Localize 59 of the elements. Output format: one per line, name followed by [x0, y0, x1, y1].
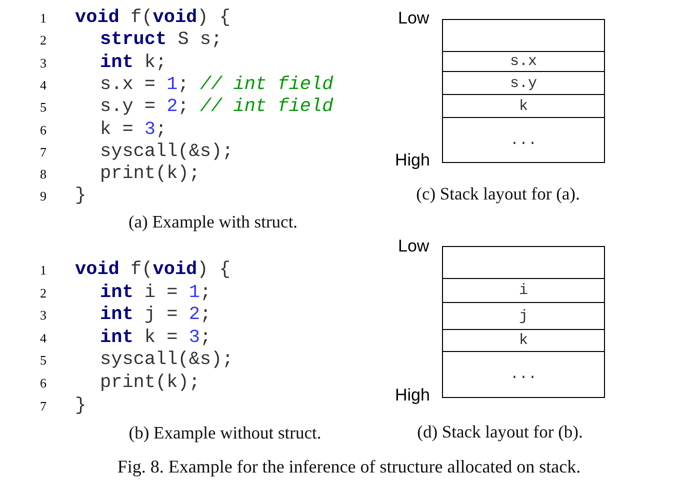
code-line: syscall(&s);: [100, 351, 234, 370]
line-number: 1: [40, 264, 46, 276]
line-number: 2: [40, 34, 46, 47]
address-label: High: [395, 386, 430, 404]
variable-name: s.x: [510, 53, 537, 70]
code-line: int j = 2;: [100, 306, 212, 324]
code-line: }: [75, 187, 86, 206]
figure-caption: Fig. 8. Example for the inference of structure allocated on stack.: [117, 456, 581, 478]
code-line: int i = 1;: [100, 283, 212, 302]
line-number: 6: [40, 123, 46, 136]
code-line: int k = 3;: [100, 328, 212, 348]
line-number: 9: [40, 190, 46, 203]
stack-slot: [442, 19, 605, 52]
stack-slot: [442, 278, 605, 303]
code-line: s.y = 2; // int field: [100, 98, 334, 116]
stack-slot: [442, 94, 605, 118]
stack-slot: [442, 302, 605, 330]
subfigure-caption: (d) Stack layout for (b).: [417, 423, 583, 441]
variable-name: k: [518, 98, 528, 114]
address-label: Low: [398, 238, 430, 254]
code-line: s.x = 1; // int field: [100, 76, 334, 94]
address-label: High: [395, 152, 430, 168]
line-number: 4: [40, 331, 46, 344]
code-line: print(k);: [100, 374, 200, 392]
code-line: }: [75, 396, 86, 415]
code-line: int k;: [100, 53, 167, 72]
variable-name: ...: [510, 366, 537, 383]
stack-slot: [442, 117, 605, 163]
line-number: 3: [40, 56, 46, 70]
line-number: 7: [40, 145, 46, 158]
line-number: 6: [40, 376, 46, 390]
code-line: struct S s;: [100, 31, 222, 50]
line-number: 5: [40, 100, 46, 114]
line-number: 5: [40, 354, 46, 367]
line-number: 1: [40, 12, 46, 24]
stack-slot: [442, 71, 605, 95]
variable-name: j: [518, 308, 528, 324]
line-number: 4: [40, 78, 46, 92]
line-number: 7: [40, 399, 46, 412]
code-line: k = 3;: [100, 120, 167, 139]
variable-name: s.y: [510, 74, 537, 92]
line-number: 3: [40, 308, 46, 322]
subfigure-caption: (a) Example with struct.: [128, 213, 298, 231]
stack-slot: [442, 246, 605, 279]
stack-slot: [442, 329, 605, 352]
line-number: 8: [40, 168, 46, 181]
variable-name: k: [518, 332, 528, 349]
code-line: print(k);: [100, 164, 200, 184]
variable-name: i: [518, 282, 528, 299]
code-line: syscall(&s);: [100, 142, 234, 162]
address-label: Low: [398, 10, 430, 26]
subfigure-caption: (b) Example without struct.: [128, 424, 322, 442]
stack-slot: [442, 351, 605, 398]
line-number: 2: [40, 286, 46, 300]
code-line: void f(void) {: [75, 260, 230, 280]
stack-slot: [442, 51, 605, 72]
subfigure-caption: (c) Stack layout for (a).: [416, 185, 580, 203]
code-line: void f(void) {: [75, 8, 230, 28]
variable-name: ...: [510, 132, 537, 148]
